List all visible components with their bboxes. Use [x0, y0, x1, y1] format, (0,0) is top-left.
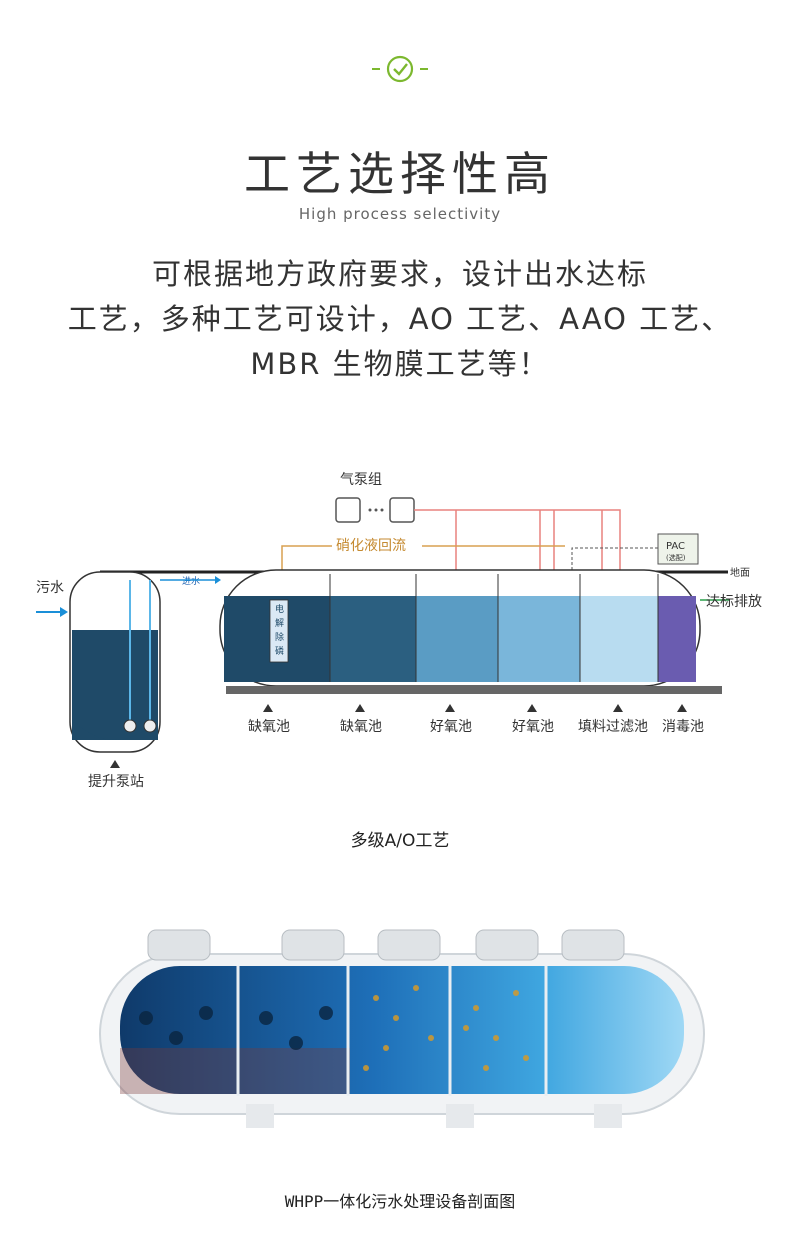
photo-caption: WHPP一体化污水处理设备剖面图	[284, 1192, 516, 1211]
tank-label: 填料过滤池	[578, 719, 648, 735]
air-pump-label: 气泵组	[340, 472, 382, 488]
check-badge-icon	[372, 55, 428, 83]
electrolysis-label: 电	[275, 603, 284, 615]
tank-label: 好氧池	[512, 719, 554, 735]
reflux-label: 硝化液回流	[336, 538, 406, 554]
svg-text:解: 解	[275, 617, 284, 629]
inlet-label: 进水	[182, 575, 200, 587]
svg-text:磷: 磷	[275, 645, 284, 657]
page-subtitle: High process selectivity	[298, 205, 502, 223]
equipment-cutaway-image	[99, 929, 705, 1128]
process-diagram: 气泵组 硝化液回流 PAC (选配) 地面 污水 进水	[36, 472, 762, 790]
description-line: 工艺，多种工艺可设计，AO 工艺、AAO 工艺、	[67, 302, 733, 336]
tank-label: 缺氧池	[340, 719, 382, 735]
page-title: 工艺选择性高	[244, 147, 556, 201]
description-line: 可根据地方政府要求，设计出水达标	[151, 257, 648, 291]
tank-label: 消毒池	[662, 719, 704, 735]
tank-label: 好氧池	[430, 719, 472, 735]
tank-labels: 缺氧池 缺氧池 好氧池 好氧池 填料过滤池 消毒池 提升泵站	[88, 704, 704, 790]
pac-box	[657, 533, 699, 565]
discharge-label: 达标排放	[706, 594, 762, 610]
pac-label: PAC	[666, 541, 685, 552]
diagram-caption: 多级A/O工艺	[350, 831, 450, 851]
tank-base	[226, 686, 722, 694]
svg-text:除: 除	[275, 631, 284, 643]
lift-station-label: 提升泵站	[88, 774, 144, 790]
description: 可根据地方政府要求，设计出水达标 工艺，多种工艺可设计，AO 工艺、AAO 工艺…	[0, 252, 800, 387]
pac-sub-label: (选配)	[666, 553, 686, 562]
description-line: MBR 生物膜工艺等！	[250, 347, 550, 381]
air-pump-icon	[335, 497, 415, 523]
tank-label: 缺氧池	[248, 719, 290, 735]
reflux-line	[281, 545, 565, 580]
ground-label: 地面	[730, 566, 750, 579]
sewage-label: 污水	[36, 580, 64, 596]
